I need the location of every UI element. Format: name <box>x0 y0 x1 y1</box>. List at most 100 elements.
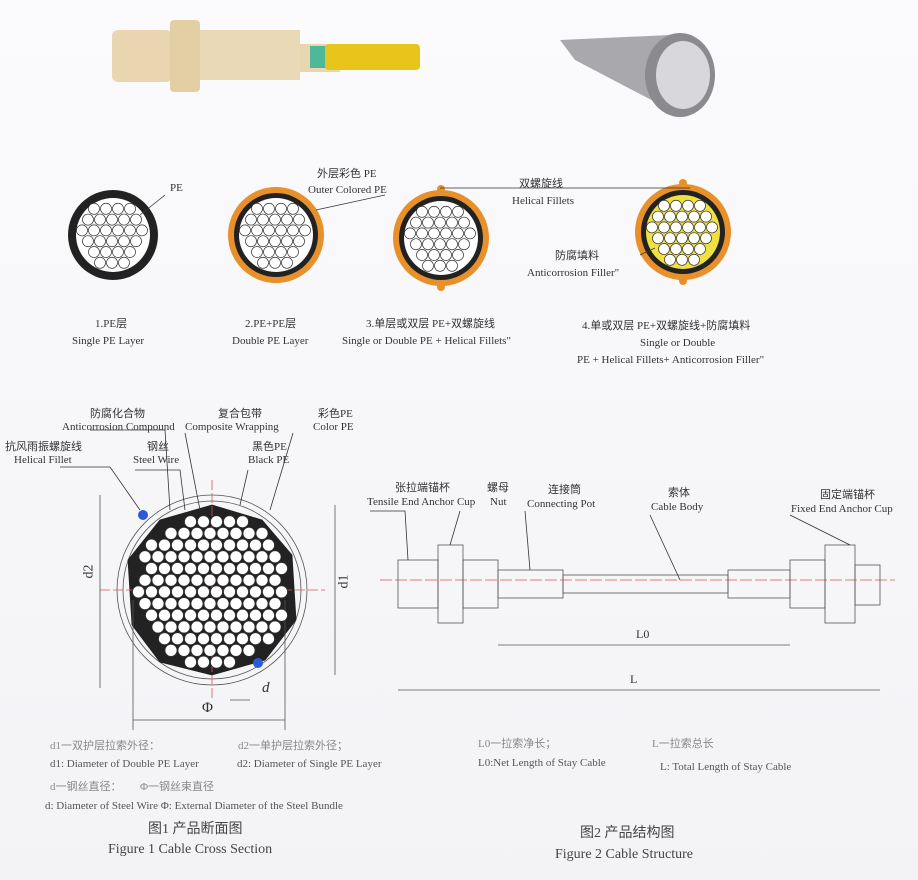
steel-wire <box>434 216 446 229</box>
steel-wire <box>203 644 217 657</box>
steel-wire <box>124 224 136 237</box>
steel-wire <box>197 608 210 622</box>
steel-wire <box>422 259 434 272</box>
figure1-caption-cn: 图1 产品断面图 <box>148 822 243 837</box>
steel-wire <box>416 205 428 218</box>
type2-cn: 2.PE+PE层 <box>245 318 297 330</box>
steel-wire <box>177 527 191 540</box>
steel-wire <box>100 224 112 237</box>
steel-wire <box>404 227 416 240</box>
steel-wire <box>257 235 269 248</box>
steel-wire <box>76 224 88 237</box>
steel-wire <box>245 235 257 248</box>
steel-wire <box>216 644 230 657</box>
steel-wire <box>440 227 452 240</box>
type4-en2: PE + Helical Fillets+ Anticorrosion Fill… <box>577 354 765 366</box>
helical-fillet <box>437 283 445 291</box>
steel-wire <box>112 202 124 215</box>
helical-fillet <box>679 179 687 187</box>
steel-wire <box>106 213 118 226</box>
cable-type-4-section <box>635 179 731 285</box>
steel-wire <box>652 232 664 245</box>
steel-wire <box>255 527 269 540</box>
steel-wire <box>118 256 130 269</box>
tensile-cup-label-en: Tensile End Anchor Cup <box>367 496 476 508</box>
steel-wire <box>287 202 299 215</box>
steel-wire <box>190 597 204 610</box>
steel-wire <box>138 573 152 587</box>
steel-wire <box>255 573 269 587</box>
pot-label-cn: 连接筒 <box>548 484 581 496</box>
steel-wire <box>216 527 230 540</box>
steel-wire <box>210 562 223 575</box>
figure2-caption-en: Figure 2 Cable Structure <box>555 847 694 862</box>
steel-wire <box>269 256 281 269</box>
steel-wire <box>262 608 275 622</box>
steel-wire <box>410 216 422 229</box>
steel-wire <box>700 232 712 245</box>
steel-wire <box>197 655 210 669</box>
steel-wire <box>281 213 293 226</box>
filler-label-en: Anticorrosion Filler" <box>527 267 620 279</box>
steel-wire <box>275 202 287 215</box>
steel-wire <box>688 210 700 223</box>
steel-wire <box>223 585 236 599</box>
steel-wire <box>216 573 230 587</box>
steel-wire <box>269 213 281 226</box>
L-dimension: L <box>630 672 638 686</box>
filler-label-cn: 防腐填料 <box>555 250 599 262</box>
steel-wire <box>287 224 299 237</box>
steel-wire <box>82 213 94 226</box>
steel-wire <box>700 210 712 223</box>
steel-wire <box>118 213 130 226</box>
steel-wire <box>239 224 251 237</box>
steel-wire <box>171 632 184 646</box>
cable-body-label-cn: 索体 <box>668 487 690 499</box>
type4-en: Single or Double <box>640 337 716 349</box>
steel-wire <box>177 597 191 610</box>
cable-body-image <box>560 33 715 117</box>
steel-wire <box>670 243 682 255</box>
legend-d-cn: d一钢丝直径： <box>50 781 122 793</box>
steel-wire <box>275 608 288 622</box>
steel-wire <box>151 573 165 587</box>
color-pe-label-en: Color PE <box>313 421 354 433</box>
steel-wire <box>275 562 288 575</box>
type2-en: Double PE Layer <box>232 335 309 347</box>
legend-d2-cn: d2一单护层拉索外径； <box>238 740 348 752</box>
steel-wire <box>706 221 718 234</box>
steel-wire <box>130 235 142 248</box>
steel-wire <box>82 235 94 248</box>
steel-wire <box>184 655 197 669</box>
steel-wire <box>158 585 171 599</box>
steel-wire <box>124 246 136 258</box>
steel-wire <box>434 259 446 272</box>
steel-wire <box>203 573 217 587</box>
steel-wire <box>197 515 210 529</box>
steel-wire <box>210 632 223 646</box>
steel-wire <box>100 202 112 215</box>
steel-wire <box>164 644 178 657</box>
steel-wire <box>670 221 682 234</box>
cable-type-3-section <box>393 185 489 291</box>
legend-L-en: L: Total Length of Stay Cable <box>660 761 792 773</box>
steel-wire <box>658 221 670 234</box>
steel-wire <box>197 585 210 599</box>
steel-wire <box>184 632 197 646</box>
steel-wire <box>422 238 434 251</box>
phi-dimension: Φ <box>202 700 213 716</box>
steel-wire <box>664 253 676 266</box>
steel-wire <box>263 202 275 215</box>
steel-wire <box>236 585 249 599</box>
legend-L0-en: L0:Net Length of Stay Cable <box>478 757 606 769</box>
steel-wire <box>287 246 299 258</box>
steel-wire <box>694 199 706 212</box>
steel-wire <box>452 227 464 240</box>
steel-wire <box>464 227 476 240</box>
steel-wire <box>670 199 682 212</box>
fillet-label-en: Helical Fillet <box>14 454 72 466</box>
steel-wire <box>410 238 422 251</box>
legend-L0-cn: L0一拉索净长； <box>478 738 557 750</box>
steel-wire <box>136 224 148 237</box>
steel-wire <box>262 562 275 575</box>
